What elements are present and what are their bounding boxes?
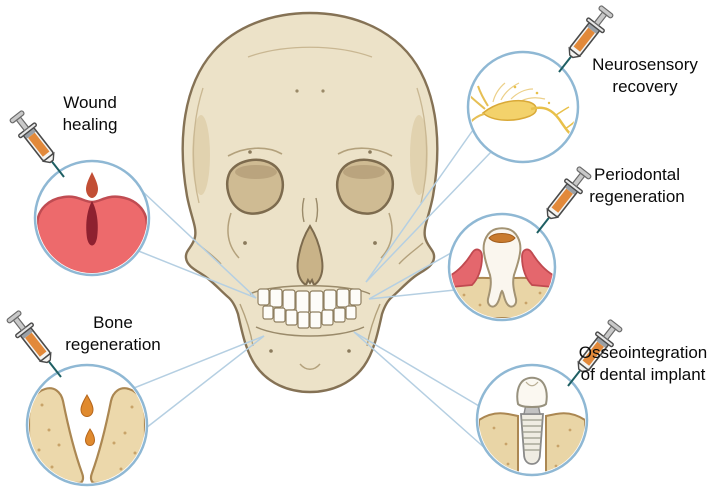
wound-illustration	[37, 172, 147, 273]
upper-teeth	[257, 288, 362, 314]
eye-socket-left	[226, 158, 284, 215]
lower-teeth	[262, 305, 357, 329]
periodontal-circle	[447, 212, 557, 322]
chin-dimple	[299, 363, 321, 370]
bone-regeneration-label: Bone regeneration	[65, 313, 161, 354]
neurosensory-recovery-label: Neurosensory recovery	[592, 55, 698, 96]
nasal-bridge-line-left	[301, 197, 305, 223]
brow-ridge-right	[337, 147, 393, 157]
perio-connector-a	[368, 252, 452, 300]
eye-socket-shadow-left	[235, 165, 277, 179]
osseo-connector-b	[353, 331, 488, 451]
brow-ridge-left	[227, 147, 283, 157]
wound-healing-label: Wound healing	[62, 93, 118, 134]
temple-shading-left	[192, 115, 210, 195]
jaw-line-right	[366, 303, 381, 347]
supraorbital-dot-left	[248, 150, 252, 154]
perio-connector-b	[368, 289, 456, 300]
coronal-suture-line	[247, 46, 373, 58]
connector-lines	[133, 129, 492, 451]
skull-silhouette	[181, 11, 439, 394]
mental-dot-left	[269, 349, 273, 353]
cheek-contour-left	[227, 212, 240, 259]
infraorbital-dot-right	[373, 241, 377, 245]
temple-shading-right	[410, 115, 428, 195]
skull-illustration	[181, 11, 439, 394]
bone-connector-b	[145, 335, 265, 429]
bone-regeneration-circle	[25, 363, 149, 487]
osseo-connector-a	[353, 331, 480, 407]
neuro-connector-a	[365, 129, 474, 283]
osseointegration-label: Osseointegration of dental implant	[578, 343, 708, 384]
nasal-bridge-line-right	[315, 197, 319, 223]
temporal-line-left	[192, 87, 204, 204]
eye-socket-right	[336, 158, 394, 215]
wound-connector-b	[135, 249, 257, 299]
mental-dot-right	[347, 349, 351, 353]
nasal-aperture	[296, 224, 324, 287]
zygomatic-line-right	[398, 242, 424, 265]
wound-healing-circle	[33, 159, 151, 277]
wound-connector-a	[140, 189, 257, 299]
neurosensory-circle	[466, 50, 580, 164]
bone-connector-a	[133, 335, 265, 389]
eye-socket-shadow-right	[343, 165, 385, 179]
infraorbital-dot-left	[243, 241, 247, 245]
periodontal-illustration	[451, 227, 553, 318]
nerve-illustration	[470, 82, 576, 139]
temporal-line-right	[416, 87, 428, 204]
neuro-connector-b	[365, 151, 492, 283]
lower-gum-arc	[255, 326, 365, 337]
periodontal-regeneration-label: Periodontal regeneration	[589, 165, 685, 206]
forehead-dot-right	[321, 89, 325, 93]
cheek-contour-right	[380, 212, 393, 259]
jaw-line-left	[239, 303, 254, 347]
supraorbital-dot-right	[368, 150, 372, 154]
forehead-dot-left	[295, 89, 299, 93]
